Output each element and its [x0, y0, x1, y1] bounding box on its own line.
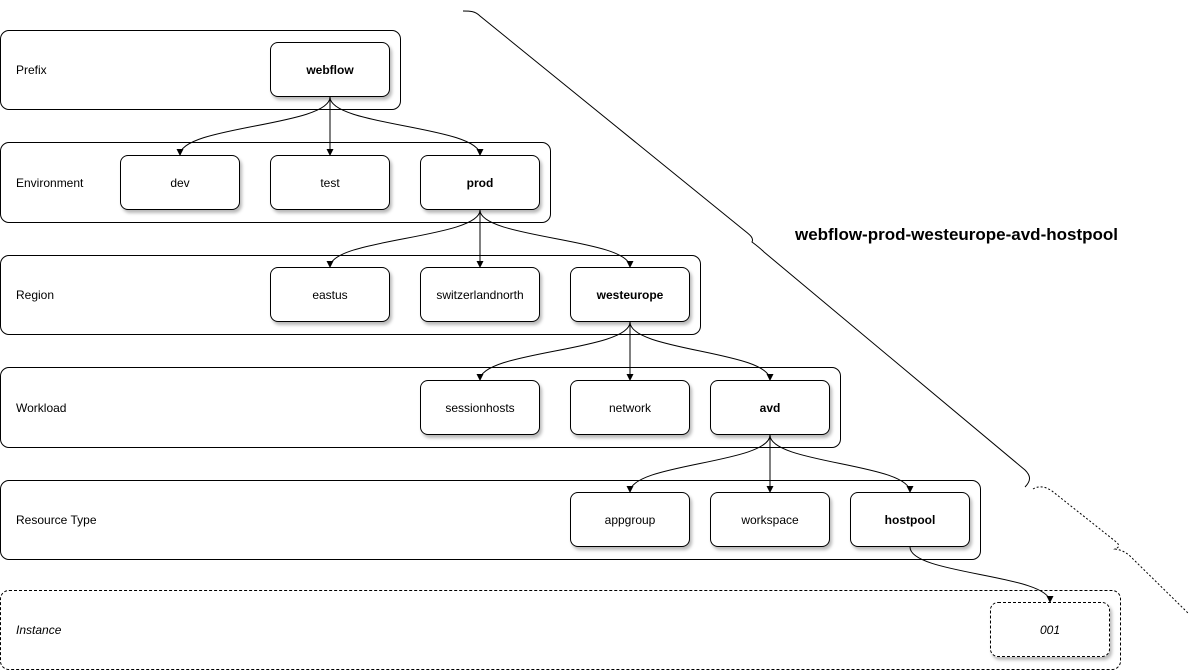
instance-brace — [1032, 486, 1190, 615]
node-workspace[interactable]: workspace — [710, 492, 830, 547]
tier-label-workload: Workload — [16, 400, 67, 415]
connector-avd-to-hostpool — [769, 434, 914, 493]
node-network[interactable]: network — [570, 380, 690, 435]
node-label: appgroup — [604, 512, 656, 527]
node-label: workspace — [741, 512, 799, 527]
node-label: test — [320, 175, 340, 190]
tier-label-resource-type: Resource Type — [16, 513, 97, 527]
node-label: hostpool — [884, 512, 936, 527]
node-label: network — [608, 400, 652, 415]
connector-hostpool-to-instance-001 — [909, 546, 1054, 603]
node-switzerlandnorth[interactable]: switzerlandnorth — [420, 267, 540, 322]
node-label: westeurope — [596, 287, 664, 302]
node-westeurope[interactable]: westeurope — [570, 267, 690, 322]
node-label: prod — [466, 175, 494, 190]
tier-label-prefix: Prefix — [16, 63, 47, 77]
tier-label-instance: Instance — [16, 623, 62, 637]
connector-webflow-to-dev — [176, 96, 331, 156]
node-avd[interactable]: avd — [710, 380, 830, 435]
node-label: avd — [759, 400, 781, 415]
connector-prod-to-eastus — [326, 209, 481, 268]
tier-label-environment: Environment — [16, 175, 84, 190]
node-dev[interactable]: dev — [120, 155, 240, 210]
connector-westeurope-to-avd — [629, 321, 774, 381]
node-eastus[interactable]: eastus — [270, 267, 390, 322]
resulting-resource-name: webflow-prod-westeurope-avd-hostpool — [795, 225, 1118, 244]
node-label: webflow — [306, 62, 354, 77]
node-sessionhosts[interactable]: sessionhosts — [420, 380, 540, 435]
tier-instance: Instance — [0, 590, 1121, 670]
node-hostpool[interactable]: hostpool — [850, 492, 970, 547]
node-label: 001 — [1039, 622, 1061, 637]
connector-avd-to-appgroup — [626, 434, 771, 493]
main-brace — [462, 10, 1030, 488]
node-instance-001[interactable]: 001 — [990, 602, 1110, 657]
tier-label-region: Region — [16, 288, 55, 302]
connector-webflow-to-prod — [329, 96, 484, 156]
node-test[interactable]: test — [270, 155, 390, 210]
node-label: dev — [170, 175, 190, 190]
node-appgroup[interactable]: appgroup — [570, 492, 690, 547]
node-label: sessionhosts — [445, 400, 515, 415]
node-label: eastus — [312, 287, 348, 302]
connector-edges — [176, 96, 1054, 603]
connector-westeurope-to-sessionhosts — [476, 321, 631, 381]
connector-prod-to-westeurope — [479, 209, 634, 268]
node-webflow[interactable]: webflow — [270, 42, 390, 97]
node-prod[interactable]: prod — [420, 155, 540, 210]
node-label: switzerlandnorth — [436, 287, 524, 302]
